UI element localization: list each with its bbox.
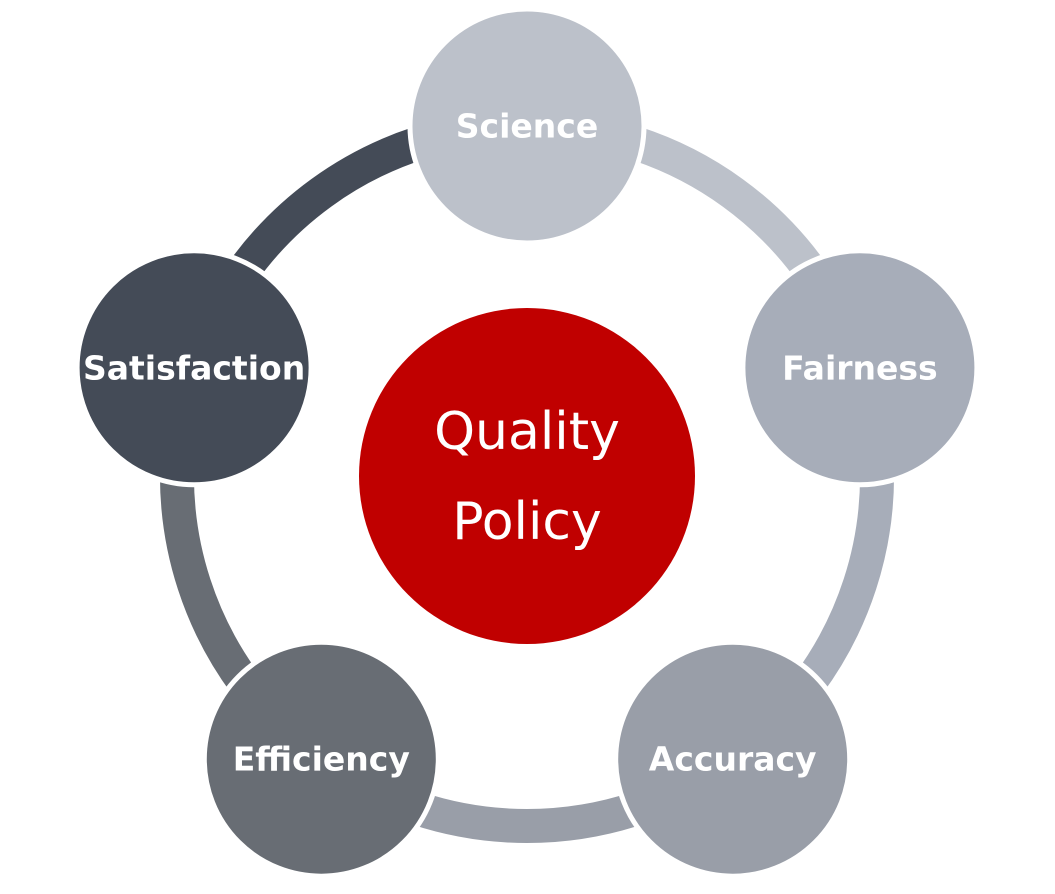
center-label-line2: Policy <box>452 492 602 552</box>
center-node-circle <box>359 308 695 644</box>
center-label-line1: Quality <box>434 402 620 462</box>
cycle-nodes: Science Fairness Accuracy Efficiency Sat… <box>74 6 980 879</box>
node-fairness: Fairness <box>740 248 980 488</box>
node-accuracy-label: Accuracy <box>649 740 817 779</box>
node-fairness-circle <box>740 248 980 488</box>
node-science: Science <box>407 6 647 246</box>
node-efficiency: Efficiency <box>201 639 441 879</box>
node-efficiency-label: Efficiency <box>233 740 410 779</box>
center-node: Quality Policy <box>359 308 695 644</box>
node-satisfaction-circle <box>74 248 314 488</box>
node-efficiency-circle <box>201 639 441 879</box>
node-satisfaction: Satisfaction <box>74 248 314 488</box>
node-accuracy: Accuracy <box>613 639 853 879</box>
node-satisfaction-label: Satisfaction <box>83 348 305 387</box>
node-accuracy-circle <box>613 639 853 879</box>
node-fairness-label: Fairness <box>782 348 938 387</box>
node-science-circle <box>407 6 647 246</box>
node-science-label: Science <box>456 107 598 146</box>
